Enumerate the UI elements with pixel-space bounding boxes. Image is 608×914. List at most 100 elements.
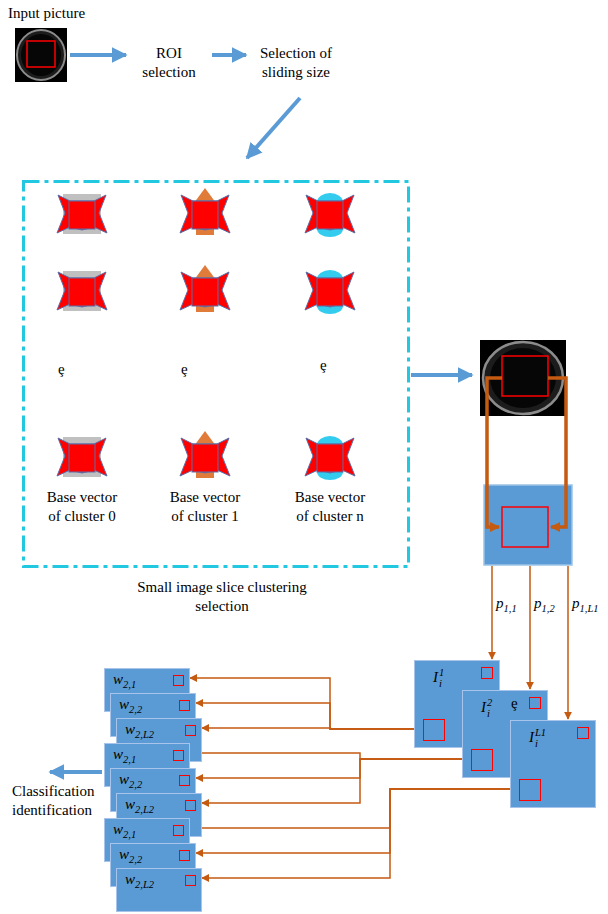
subscript: 2,2	[129, 854, 142, 865]
node-text: Ii2	[481, 698, 492, 719]
symbol: I	[433, 669, 438, 685]
subscript: 2,L2	[135, 729, 154, 740]
window-square	[179, 850, 190, 861]
node-text: w2,1	[113, 745, 136, 766]
window-square	[185, 725, 196, 736]
text-slot: p1,2	[534, 594, 555, 615]
text-slot: w2,1	[113, 670, 136, 691]
text-slot: w2,L2	[125, 795, 154, 816]
node-text: Base vector of cluster 0	[40, 488, 124, 526]
scan-skull	[17, 30, 65, 80]
ellipsis-mark: ȩ	[58, 360, 65, 379]
node-text: w2,L2	[125, 870, 154, 891]
window-square	[173, 825, 184, 836]
window-square	[577, 727, 589, 739]
subscript: 2,L2	[135, 804, 154, 815]
node-text: w2,1	[113, 820, 136, 841]
index-stack: iL1	[535, 728, 546, 749]
node-text: Base vector of cluster 1	[163, 488, 247, 526]
symbol: w	[113, 746, 123, 762]
step-label: Selection of sliding size	[250, 44, 342, 82]
text-slot: p1,1	[496, 594, 517, 615]
slice-cell	[305, 436, 355, 480]
roi-box	[27, 41, 55, 67]
connector	[190, 789, 510, 828]
text-slot: Ii1	[433, 668, 444, 689]
slice-cell	[180, 265, 230, 312]
filter-line	[567, 566, 569, 719]
text-slot: ȩ	[181, 360, 188, 379]
window-square	[481, 667, 493, 679]
slice-cell	[57, 271, 107, 311]
ellipsis-mark: ȩ	[320, 356, 327, 375]
flow-arrow	[212, 53, 246, 57]
symbol: p	[534, 595, 542, 611]
cluster-panel: Base vector of cluster 0 Base vector of c…	[22, 180, 410, 568]
superscript: 1	[439, 668, 444, 679]
text-slot: Classification identification	[12, 782, 108, 820]
subscript: i	[439, 679, 444, 690]
index-stack: i2	[487, 698, 492, 719]
subscript: 1,L1	[580, 603, 599, 614]
weight-label: p1,1	[496, 594, 517, 615]
connector	[202, 728, 414, 729]
slice-cell	[305, 193, 355, 237]
symbol: w	[119, 846, 129, 862]
filter-line	[491, 566, 493, 659]
subscript: 2,1	[123, 754, 136, 765]
slice-cell	[57, 194, 107, 234]
subscript: i	[535, 739, 546, 750]
node-text: w2,1	[113, 670, 136, 691]
text-slot: ȩ	[511, 694, 518, 713]
window-square	[179, 775, 190, 786]
node-text: w2,2	[119, 845, 142, 866]
connector	[190, 753, 462, 759]
roi-box	[502, 356, 548, 396]
text-slot: w2,2	[119, 770, 142, 791]
index-stack: i1	[439, 668, 444, 689]
mapping-arrow	[487, 378, 502, 527]
flow-arrow	[70, 53, 126, 57]
text-slot: w2,1	[113, 745, 136, 766]
subscript: 1,2	[542, 603, 555, 614]
text-slot: Small image slice clustering selection	[132, 578, 312, 616]
mapping-arrow	[548, 378, 566, 527]
text-slot: p1,L1	[572, 594, 598, 615]
symbol: w	[125, 871, 135, 887]
roi-box	[502, 507, 548, 547]
node-text: Ii1	[433, 668, 444, 689]
symbol: I	[529, 729, 534, 745]
window-square	[179, 700, 190, 711]
subscript: 1,1	[504, 603, 517, 614]
filter-map: w2,L2	[116, 868, 202, 912]
text-slot: Base vector of cluster n	[288, 488, 372, 526]
connector	[202, 789, 510, 878]
connector	[196, 703, 414, 729]
symbol: w	[113, 671, 123, 687]
step-label: ROI selection	[128, 44, 210, 82]
window-square	[423, 719, 445, 741]
text-slot: w2,L2	[125, 720, 154, 741]
caption: Small image slice clustering selection	[132, 578, 312, 616]
symbol: w	[119, 696, 129, 712]
subscript: 2,2	[129, 704, 142, 715]
text-slot: w2,L2	[125, 870, 154, 891]
text-slot: Input picture	[8, 4, 85, 23]
text-slot: w2,2	[119, 845, 142, 866]
flow-arrow	[411, 373, 472, 377]
text-slot: Base vector of cluster 1	[163, 488, 247, 526]
slice-cell	[57, 437, 107, 477]
window-square	[185, 875, 196, 886]
window-square	[471, 749, 493, 771]
symbol: p	[572, 595, 580, 611]
node-text: w2,2	[119, 770, 142, 791]
slice-cell	[305, 270, 355, 314]
subscript: 2,2	[129, 779, 142, 790]
feature-map: IiL1	[510, 720, 596, 808]
subscript: 2,L2	[135, 879, 154, 890]
node-text: w2,L2	[125, 795, 154, 816]
subscript: i	[487, 709, 492, 720]
scan-brain	[21, 34, 61, 76]
text-slot: ȩ	[58, 360, 65, 379]
window-square	[173, 750, 184, 761]
